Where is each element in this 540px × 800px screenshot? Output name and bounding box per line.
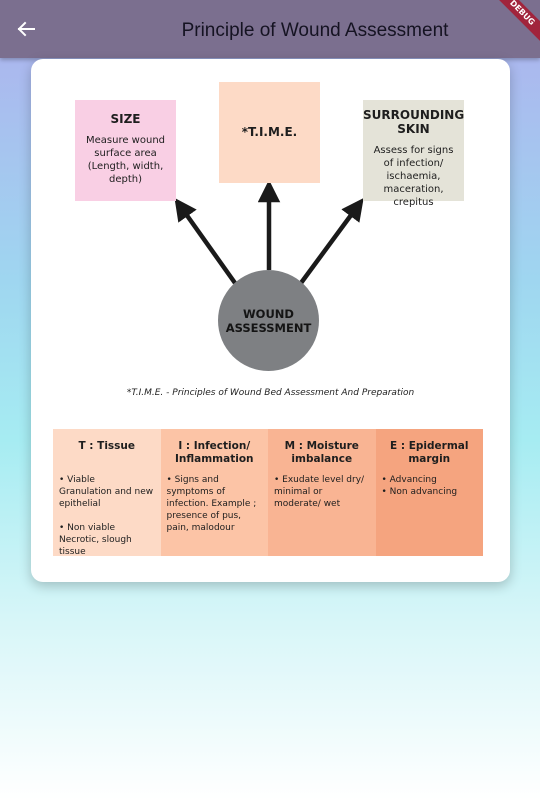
epidermal-column: E : Epidermal margin • Advancing • Non a… [375, 429, 483, 556]
moisture-body: • Exudate level dry/ minimal or moderate… [274, 475, 365, 509]
time-title: *T.I.M.E. [241, 125, 298, 139]
tissue-heading: T : Tissue [78, 440, 136, 452]
tissue-column: T : Tissue • Viable Granulation and new … [53, 429, 161, 557]
app-bar: Principle of Wound Assessment DEBUG [0, 0, 540, 58]
time-footnote: *T.I.M.E. - Principles of Wound Bed Asse… [126, 388, 415, 398]
back-button[interactable] [10, 13, 42, 45]
surrounding-skin-box: SURROUNDING SKIN Assess for signs of inf… [363, 100, 465, 208]
infection-column: I : Infection/ Inflammation • Signs and … [160, 429, 268, 556]
diagram-arrows [174, 179, 364, 285]
surrounding-skin-text: Assess for signs of infection/ ischaemia… [373, 145, 454, 208]
infection-body: • Signs and symptoms of infection. Examp… [166, 475, 257, 533]
wound-assessment-label: WOUND ASSESSMENT [225, 306, 312, 335]
moisture-column: M : Moisture imbalance • Exudate level d… [268, 429, 376, 556]
epidermal-body: • Advancing • Non advancing [381, 475, 458, 497]
moisture-heading: M : Moisture imbalance [284, 440, 359, 465]
time-table: T : Tissue • Viable Granulation and new … [53, 429, 483, 557]
time-box: *T.I.M.E. [219, 82, 320, 183]
surrounding-skin-title: SURROUNDING SKIN [363, 108, 465, 136]
arrow-to-size [174, 197, 237, 285]
arrow-to-skin [299, 197, 364, 285]
infection-heading: I : Infection/ Inflammation [174, 440, 254, 465]
tissue-body: • Viable Granulation and new epithelial … [59, 475, 154, 557]
wound-assessment-circle: WOUND ASSESSMENT [218, 270, 319, 371]
wound-assessment-card: SIZE Measure wound surface area (Length,… [31, 59, 510, 582]
size-box: SIZE Measure wound surface area (Length,… [75, 100, 176, 201]
page-title: Principle of Wound Assessment [181, 20, 449, 41]
size-text: Measure wound surface area (Length, widt… [86, 135, 165, 185]
arrow-back-icon [17, 21, 35, 37]
epidermal-heading: E : Epidermal margin [390, 440, 469, 465]
size-title: SIZE [110, 112, 141, 126]
